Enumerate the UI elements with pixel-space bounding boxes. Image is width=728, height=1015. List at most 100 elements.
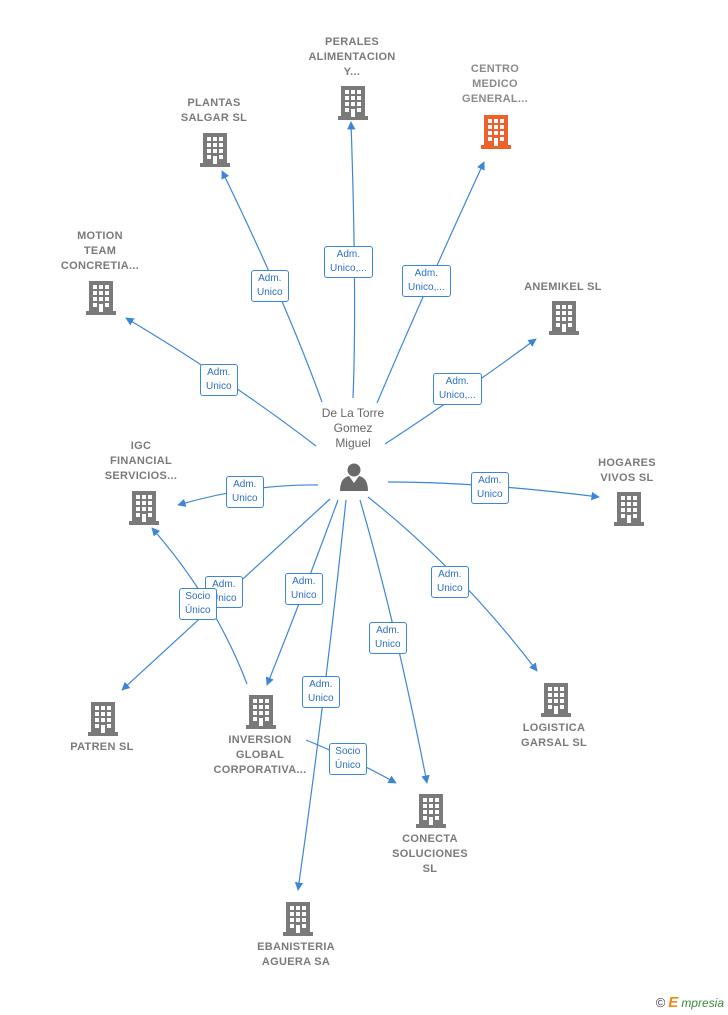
- edge-label-line: Unico,...: [439, 390, 476, 401]
- edge-label-conecta[interactable]: Adm.Unico: [369, 622, 407, 654]
- company-name-line: PERALES: [324, 36, 380, 48]
- edge-label-perales[interactable]: Adm.Unico,...: [324, 246, 373, 278]
- company-name-line: INVERSION: [228, 734, 292, 746]
- person-icon[interactable]: [340, 463, 368, 492]
- company-name-line: CENTRO: [470, 63, 520, 75]
- brand-initial: E: [668, 994, 679, 1011]
- building-icon[interactable]: [541, 683, 571, 717]
- company-name-line: MEDICO: [472, 78, 518, 90]
- company-name[interactable]: CONECTA SOLUCIONES SL: [392, 832, 468, 877]
- edge-label-line: Unico: [308, 693, 334, 704]
- company-name[interactable]: CENTRO MEDICO GENERAL...: [462, 62, 528, 107]
- edge-label-line: Socio: [185, 591, 211, 602]
- edge-label-line: Unico: [232, 493, 258, 504]
- company-name[interactable]: PERALES ALIMENTACION Y...: [308, 35, 395, 80]
- company-node-anemikel[interactable]: ANEMIKEL SL: [503, 280, 623, 295]
- edge-label-line: Unico: [375, 639, 401, 650]
- company-name-line: Y...: [343, 66, 361, 78]
- edge-label-igc[interactable]: Adm. Unico: [226, 476, 264, 508]
- company-name[interactable]: PATREN SL: [70, 740, 133, 755]
- company-node-centro[interactable]: CENTRO MEDICO GENERAL...: [435, 62, 555, 107]
- edge-label-line: Unico,...: [408, 282, 445, 293]
- edge-label-line: Adm.: [207, 367, 231, 378]
- company-node-perales[interactable]: PERALES ALIMENTACION Y...: [292, 35, 412, 80]
- company-name-line: EBANISTERIA: [257, 941, 335, 953]
- company-name-line: TEAM: [83, 245, 117, 257]
- edge-label-line: Adm.: [445, 376, 470, 387]
- building-icon[interactable]: [86, 281, 116, 315]
- edge-label-line: Unico: [257, 287, 283, 298]
- company-name-line: ALIMENTACION: [308, 51, 396, 63]
- edge-label-line: Adm.: [478, 475, 502, 486]
- company-name-line: ANEMIKEL SL: [524, 281, 602, 293]
- company-name-line: SL: [422, 863, 438, 875]
- company-name-line: IGC: [130, 440, 152, 452]
- company-node-logistica[interactable]: LOGISTICA GARSAL SL: [494, 721, 614, 751]
- company-name-line: AGUERA SA: [261, 956, 331, 968]
- company-name-line: CONECTA: [402, 833, 458, 845]
- company-name[interactable]: EBANISTERIA AGUERA SA: [257, 940, 335, 970]
- company-name-line: FINANCIAL: [110, 455, 172, 467]
- edge-perales: [347, 121, 356, 399]
- building-icon[interactable]: [614, 492, 644, 526]
- company-name-line: SOLUCIONES: [392, 848, 468, 860]
- edge-label-line: Unico: [291, 590, 317, 601]
- edge-label-hogares[interactable]: Adm. Unico: [471, 472, 509, 504]
- company-node-ebanisteria[interactable]: EBANISTERIA AGUERA SA: [236, 940, 356, 970]
- brand-name: mpresia: [681, 995, 724, 1010]
- edge-label-motion[interactable]: Adm. Unico: [200, 364, 238, 396]
- company-name[interactable]: ANEMIKEL SL: [524, 280, 602, 295]
- edge-label-line: Adm.: [438, 569, 462, 580]
- building-icon[interactable]: [481, 115, 511, 149]
- edge-label-ebanisteria[interactable]: Adm.Unico: [302, 676, 340, 708]
- company-node-igc[interactable]: IGC FINANCIAL SERVICIOS...: [81, 439, 201, 484]
- edge-label-plantas[interactable]: Adm.Unico: [251, 270, 289, 302]
- company-node-patren[interactable]: PATREN SL: [42, 740, 162, 755]
- building-icon[interactable]: [549, 301, 579, 335]
- edge-label-line: Unico: [206, 381, 232, 392]
- edge-label-line: Socio: [335, 746, 361, 757]
- edge-label-line: Unico,...: [330, 263, 367, 274]
- company-name-line: CONCRETIA...: [60, 260, 140, 272]
- building-icon[interactable]: [88, 702, 118, 736]
- company-name-line: LOGISTICA: [522, 722, 586, 734]
- building-icon[interactable]: [129, 491, 159, 525]
- building-icon[interactable]: [416, 794, 446, 828]
- company-name-line: GARSAL SL: [520, 737, 588, 749]
- company-name[interactable]: IGC FINANCIAL SERVICIOS...: [105, 439, 177, 484]
- company-name-line: CORPORATIVA...: [213, 764, 307, 776]
- company-name-line: GENERAL...: [462, 93, 528, 105]
- edge-label-anemikel[interactable]: Adm. Unico,...: [433, 373, 482, 405]
- edge-label-line: Unico: [477, 489, 503, 500]
- company-node-conecta[interactable]: CONECTA SOLUCIONES SL: [370, 832, 490, 877]
- edge-label-line: Adm.: [233, 479, 257, 490]
- edge-label-line: Único: [335, 760, 361, 771]
- building-icon[interactable]: [283, 902, 313, 936]
- building-icon[interactable]: [200, 133, 230, 167]
- company-name-line: SALGAR SL: [180, 112, 248, 124]
- company-name-line: HOGARES: [598, 457, 656, 469]
- building-icon[interactable]: [338, 86, 368, 120]
- edge-label-inversion[interactable]: Adm.Unico: [285, 573, 323, 605]
- company-name[interactable]: LOGISTICA GARSAL SL: [521, 721, 587, 751]
- edge-label-line: Adm.: [212, 579, 236, 590]
- building-icon[interactable]: [246, 695, 276, 729]
- edge-label-logistica[interactable]: Adm.Unico: [431, 566, 469, 598]
- edge-label-line: Adm.: [414, 268, 439, 279]
- company-name-line: SERVICIOS...: [104, 470, 178, 482]
- edge-label-centro[interactable]: Adm. Unico,...: [402, 265, 451, 297]
